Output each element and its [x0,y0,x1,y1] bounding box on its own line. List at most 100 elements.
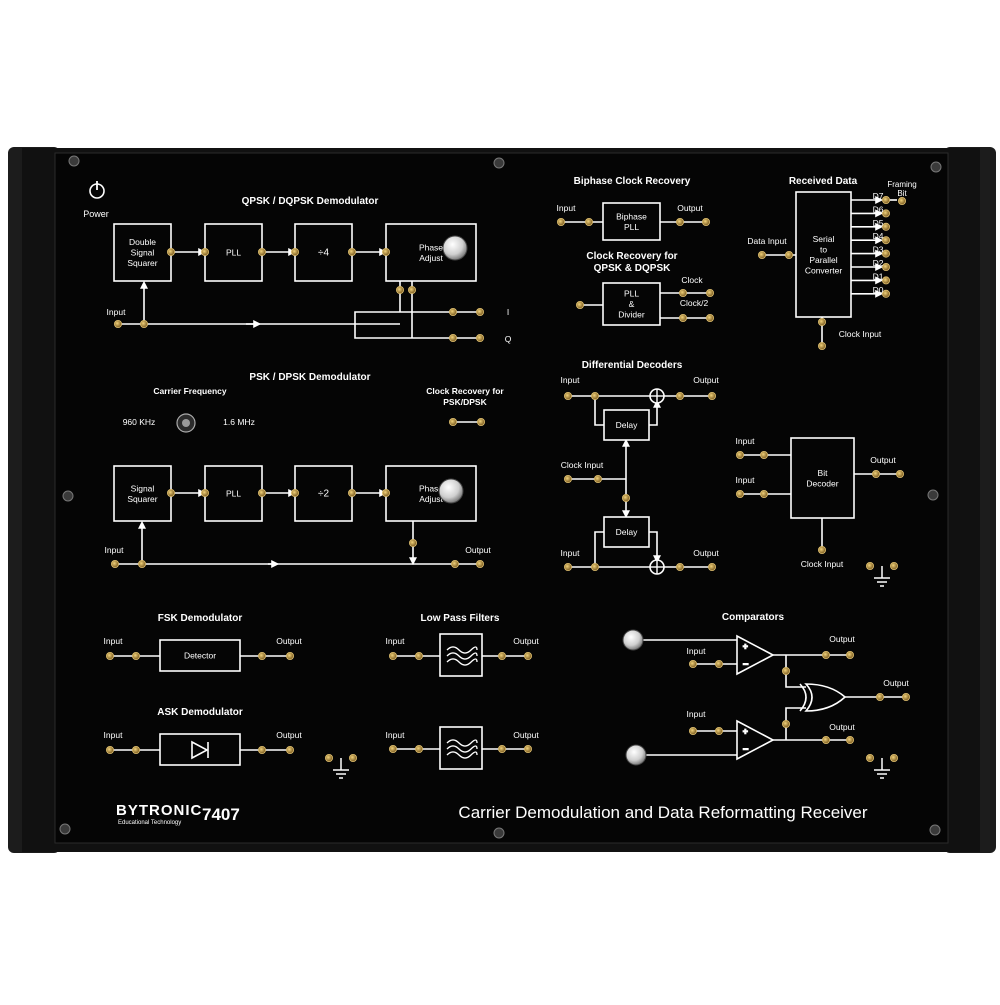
carrier-frequency-toggle[interactable] [176,413,196,433]
qpsk-test-socket[interactable] [395,285,404,294]
ask-socket[interactable] [285,746,294,755]
data-bit-socket[interactable] [882,222,891,231]
diff-socket[interactable] [676,391,685,400]
psk-chain-socket[interactable] [257,488,266,497]
qclock-clock-socket[interactable] [679,288,688,297]
ground-socket[interactable] [890,562,899,571]
comp-output-socket[interactable] [846,651,855,660]
psk-chain-socket[interactable] [347,488,356,497]
biphase-socket[interactable] [676,217,685,226]
ask-socket[interactable] [106,746,115,755]
biphase-socket[interactable] [585,217,594,226]
diff-socket[interactable] [564,563,573,572]
comp-input-socket[interactable] [689,727,698,736]
qpsk-test-socket[interactable] [407,285,416,294]
psk-test-socket[interactable] [408,539,417,548]
psk-chain-socket[interactable] [381,488,390,497]
qclock-clock2-socket[interactable] [679,313,688,322]
xor-output-socket[interactable] [876,693,885,702]
qpsk-q-socket[interactable] [448,333,457,342]
lpf-1-socket[interactable] [524,652,533,661]
data-bit-socket[interactable] [882,236,891,245]
psk-clock-socket[interactable] [448,417,457,426]
bitdec-socket[interactable] [760,489,769,498]
psk-chain-socket[interactable] [290,488,299,497]
ground-socket[interactable] [866,562,875,571]
comp-output-socket[interactable] [822,736,831,745]
psk-input-socket[interactable] [111,560,120,569]
psk-chain-socket[interactable] [166,488,175,497]
diff-socket[interactable] [708,563,717,572]
qclock-clock-socket[interactable] [706,288,715,297]
fsk-socket[interactable] [106,652,115,661]
qpsk-phase-knob[interactable] [442,235,468,261]
qpsk-q-socket[interactable] [475,333,484,342]
framing-bit-socket[interactable] [898,196,907,205]
diff-socket[interactable] [591,391,600,400]
comparator-threshold-knob-2[interactable] [625,744,647,766]
comp-output-socket[interactable] [822,651,831,660]
comp-input-socket[interactable] [715,660,724,669]
data-bit-socket[interactable] [882,195,891,204]
comp-input-socket[interactable] [715,727,724,736]
ground-socket[interactable] [324,754,333,763]
lpf-1-socket[interactable] [388,652,397,661]
qpsk-chain-socket[interactable] [381,247,390,256]
biphase-socket[interactable] [557,217,566,226]
ground-socket[interactable] [348,754,357,763]
data-bit-socket[interactable] [882,262,891,271]
psk-input-socket[interactable] [137,560,146,569]
received-clock-socket[interactable] [818,341,827,350]
lpf-1-socket[interactable] [497,652,506,661]
qclock-clock2-socket[interactable] [706,313,715,322]
fsk-socket[interactable] [285,652,294,661]
biphase-socket[interactable] [702,217,711,226]
power-button[interactable] [89,181,105,199]
qpsk-chain-socket[interactable] [257,247,266,256]
qpsk-i-socket[interactable] [475,307,484,316]
comp-test-socket[interactable] [782,720,791,729]
comp-input-socket[interactable] [689,660,698,669]
bitdec-socket[interactable] [818,546,827,555]
diff-clock-socket[interactable] [594,474,603,483]
diff-socket[interactable] [564,391,573,400]
qpsk-input-socket[interactable] [139,319,148,328]
qpsk-chain-socket[interactable] [347,247,356,256]
bitdec-socket[interactable] [872,469,881,478]
qclock-input-socket[interactable] [576,300,585,309]
data-bit-socket[interactable] [882,276,891,285]
received-clock-socket[interactable] [818,317,827,326]
diff-socket[interactable] [591,563,600,572]
diff-clock-socket[interactable] [564,474,573,483]
psk-output-socket[interactable] [450,560,459,569]
bitdec-socket[interactable] [736,450,745,459]
qpsk-input-socket[interactable] [114,319,123,328]
data-input-socket[interactable] [758,250,767,259]
fsk-socket[interactable] [131,652,140,661]
qpsk-chain-socket[interactable] [200,247,209,256]
comp-test-socket[interactable] [782,667,791,676]
bitdec-socket[interactable] [736,489,745,498]
lpf-2-socket[interactable] [388,745,397,754]
data-bit-socket[interactable] [882,289,891,298]
diff-socket[interactable] [708,391,717,400]
data-input-socket[interactable] [785,250,794,259]
fsk-socket[interactable] [257,652,266,661]
diff-socket[interactable] [676,563,685,572]
ground-socket[interactable] [890,754,899,763]
ask-socket[interactable] [131,746,140,755]
ground-socket[interactable] [866,754,875,763]
psk-output-socket[interactable] [475,560,484,569]
bitdec-socket[interactable] [896,469,905,478]
data-bit-socket[interactable] [882,249,891,258]
lpf-2-socket[interactable] [414,745,423,754]
comparator-threshold-knob-1[interactable] [622,629,644,651]
xor-output-socket[interactable] [902,693,911,702]
ask-socket[interactable] [257,746,266,755]
psk-phase-knob[interactable] [438,478,464,504]
qpsk-chain-socket[interactable] [290,247,299,256]
data-bit-socket[interactable] [882,209,891,218]
diff-test-socket[interactable] [622,493,631,502]
psk-chain-socket[interactable] [200,488,209,497]
psk-clock-socket[interactable] [476,417,485,426]
